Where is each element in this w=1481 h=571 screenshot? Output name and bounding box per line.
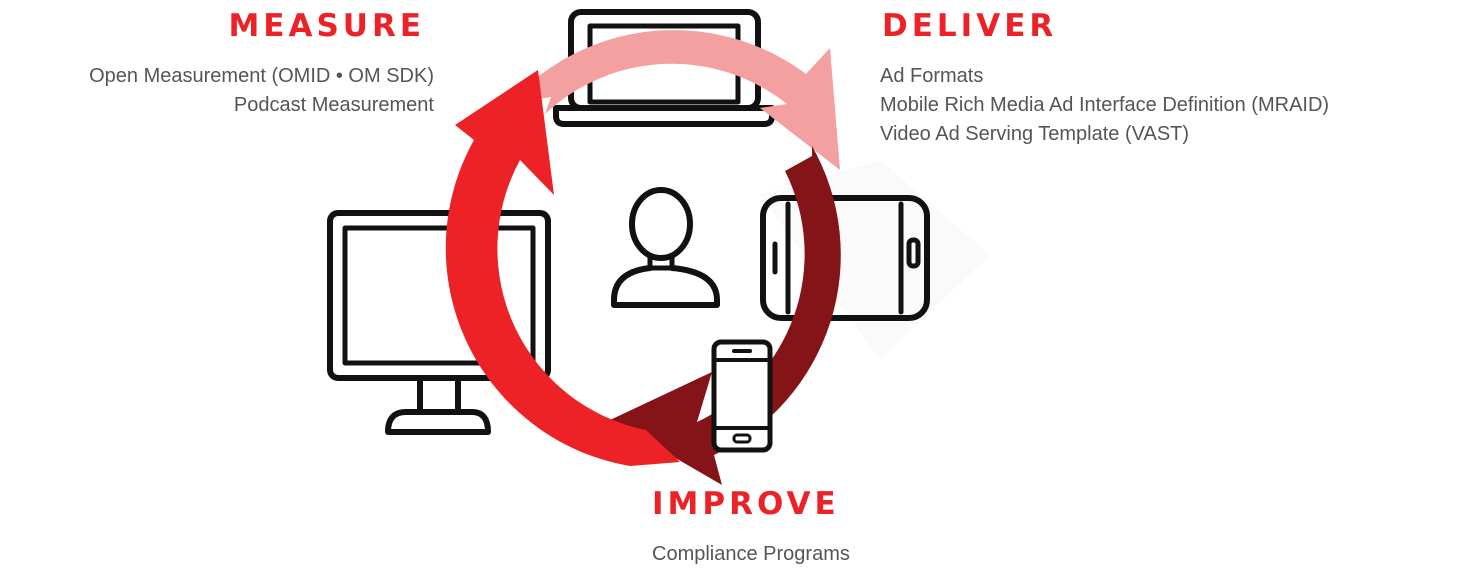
deliver-items: Ad Formats Mobile Rich Media Ad Interfac… bbox=[880, 62, 1329, 149]
arrow-deliver-to-improve bbox=[610, 146, 841, 485]
smartphone-icon bbox=[711, 339, 773, 453]
arrow-improve-to-measure bbox=[445, 70, 680, 466]
tablet-icon bbox=[760, 195, 930, 321]
user-icon bbox=[611, 187, 720, 308]
arrow-measure-to-deliver bbox=[486, 30, 840, 170]
deliver-item: Mobile Rich Media Ad Interface Definitio… bbox=[880, 94, 1330, 116]
desktop-monitor-icon bbox=[327, 210, 551, 435]
measure-item: Podcast Measurement bbox=[233, 94, 434, 116]
measure-items: Open Measurement (OMID • OM SDK) Podcast… bbox=[0, 62, 434, 120]
improve-items: Compliance Programs bbox=[652, 540, 850, 569]
measure-heading: MEASURE bbox=[228, 8, 425, 44]
improve-item: Compliance Programs bbox=[652, 543, 850, 565]
improve-heading: IMPROVE bbox=[652, 486, 840, 522]
deliver-heading: DELIVER bbox=[882, 8, 1058, 44]
deliver-item: Ad Formats bbox=[880, 65, 984, 87]
measure-item: Open Measurement (OMID • OM SDK) bbox=[89, 65, 434, 87]
deliver-item: Video Ad Serving Template (VAST) bbox=[880, 123, 1190, 145]
